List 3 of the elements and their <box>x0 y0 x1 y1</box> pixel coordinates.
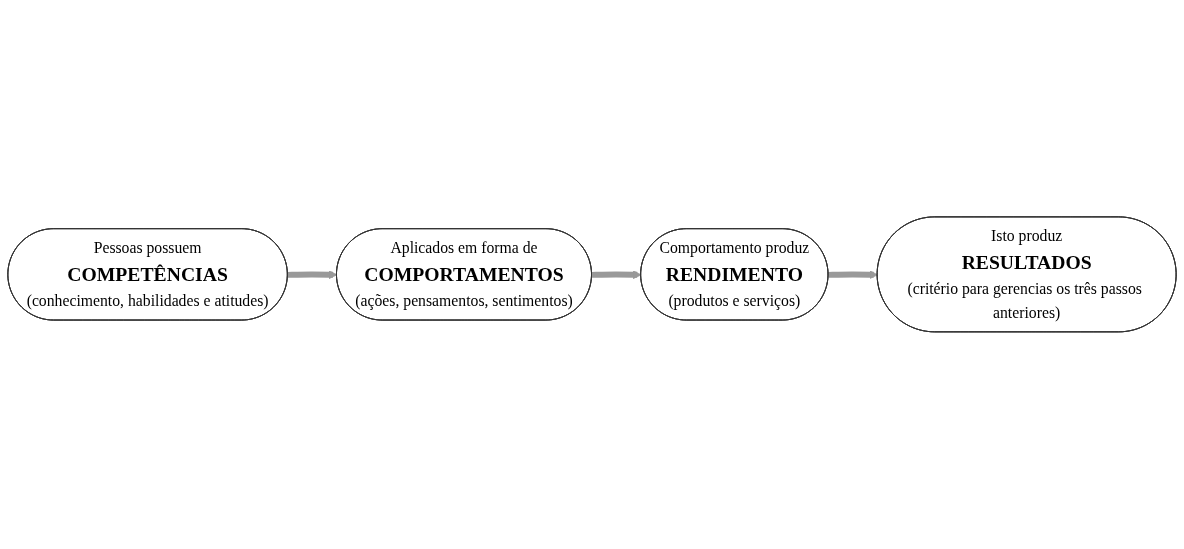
arrow <box>287 270 338 280</box>
arrow <box>828 270 879 280</box>
arrow <box>591 270 642 280</box>
